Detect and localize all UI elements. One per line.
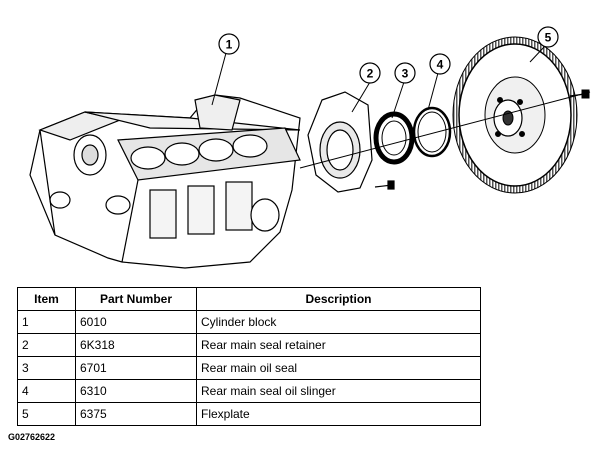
item-cell: 3 (17, 356, 76, 380)
parts-table: Item Part Number Description 1 6010 Cyli… (17, 287, 481, 426)
table-header-row: Item Part Number Description (17, 287, 481, 311)
part-number-cell: 6K318 (75, 333, 197, 357)
description-cell: Rear main seal retainer (196, 333, 481, 357)
leader-lines (211, 45, 546, 119)
callout-5: 5 (537, 26, 559, 48)
item-cell: 1 (17, 310, 76, 334)
exploded-view-illustration: 1 2 3 4 5 (29, 26, 591, 269)
cylinder-block-drawing (29, 94, 301, 269)
table-row: 3 6701 Rear main oil seal (17, 356, 481, 380)
table-row: 4 6310 Rear main seal oil slinger (17, 379, 481, 403)
alignment-centerline (299, 91, 591, 169)
item-cell: 5 (17, 402, 76, 426)
table-row: 5 6375 Flexplate (17, 402, 481, 426)
part-number-cell: 6375 (75, 402, 197, 426)
seal-retainer-drawing (307, 91, 395, 193)
callout-5-label: 5 (545, 31, 552, 45)
callout-3: 3 (394, 62, 416, 84)
callout-1-label: 1 (226, 38, 233, 52)
flexplate-drawing (452, 36, 590, 194)
oil-seal-drawing (373, 111, 415, 165)
table-row: 2 6K318 Rear main seal retainer (17, 333, 481, 357)
description-cell: Cylinder block (196, 310, 481, 334)
callout-4: 4 (429, 53, 451, 75)
header-item: Item (17, 287, 76, 311)
part-number-cell: 6701 (75, 356, 197, 380)
table-row: 1 6010 Cylinder block (17, 310, 481, 334)
part-number-cell: 6010 (75, 310, 197, 334)
description-cell: Flexplate (196, 402, 481, 426)
callout-2-label: 2 (367, 67, 374, 81)
description-cell: Rear main oil seal (196, 356, 481, 380)
part-number-cell: 6310 (75, 379, 197, 403)
callout-3-label: 3 (402, 67, 409, 81)
callout-1: 1 (218, 33, 240, 55)
oil-slinger-drawing (412, 106, 452, 158)
callout-2: 2 (359, 62, 381, 84)
item-cell: 4 (17, 379, 76, 403)
header-part-number: Part Number (75, 287, 197, 311)
item-cell: 2 (17, 333, 76, 357)
callout-4-label: 4 (437, 58, 444, 72)
figure-code: G02762622 (8, 432, 56, 442)
description-cell: Rear main seal oil slinger (196, 379, 481, 403)
header-description: Description (196, 287, 481, 311)
